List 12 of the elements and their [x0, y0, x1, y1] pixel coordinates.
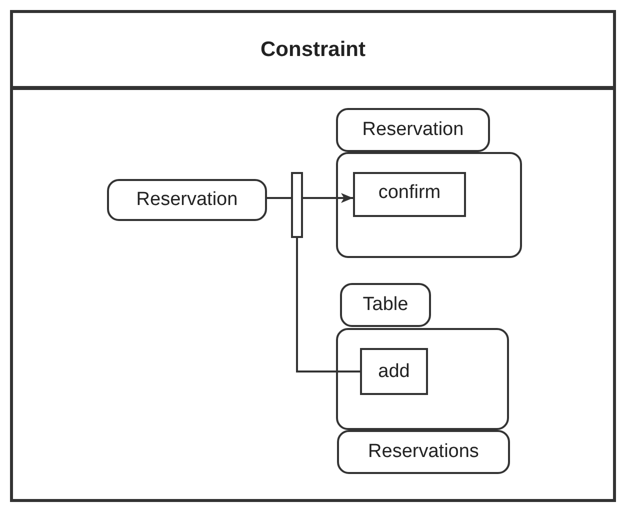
connector-line — [267, 197, 291, 199]
arrow — [303, 193, 353, 203]
object-container — [336, 152, 522, 258]
action-box: add — [360, 348, 428, 395]
rounded-box: Reservation — [107, 179, 267, 221]
rounded-box: Table — [340, 283, 431, 327]
fork-bar — [291, 172, 303, 238]
connector-line — [296, 238, 360, 372]
rounded-box: Reservation — [336, 108, 490, 152]
object-container — [336, 328, 509, 430]
action-box: confirm — [353, 172, 466, 217]
rounded-box: Reservations — [337, 430, 510, 474]
